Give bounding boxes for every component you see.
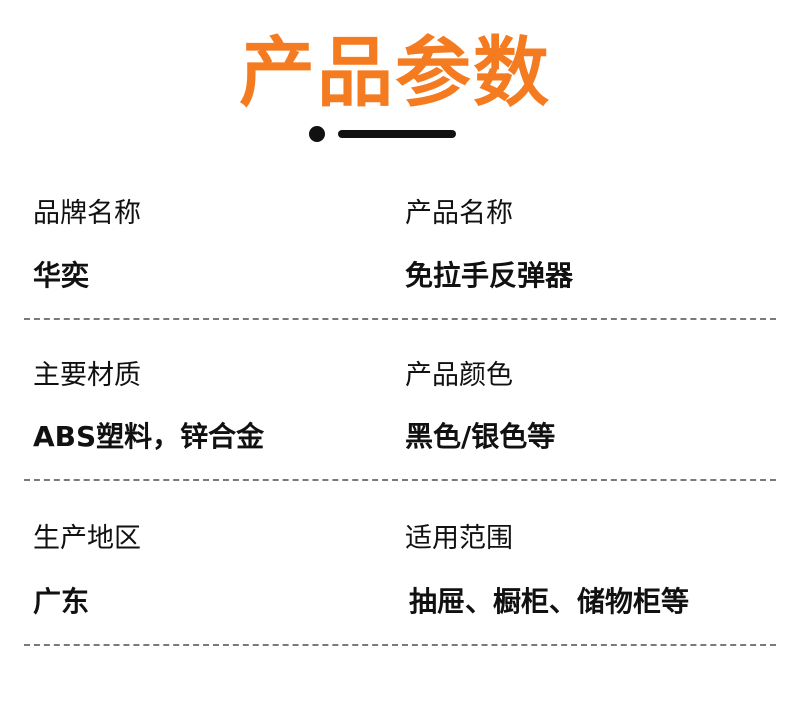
usage-scope-label: 适用范围 [405,523,513,554]
usage-scope-value: 抽屉、橱柜、储物柜等 [409,585,690,618]
page-title: 产品参数 [239,28,551,117]
row-divider [24,318,776,320]
brand-name-label: 品牌名称 [33,198,141,229]
material-value: ABS塑料，锌合金 [33,420,265,453]
title-decoration [309,126,459,142]
decoration-dot [309,126,325,142]
material-label: 主要材质 [33,360,141,391]
product-name-label: 产品名称 [405,198,513,229]
product-color-label: 产品颜色 [405,360,513,391]
product-color-value: 黑色/银色等 [405,420,556,453]
product-name-value: 免拉手反弹器 [405,259,574,292]
row-divider [24,644,776,646]
row-divider [24,479,776,481]
origin-label: 生产地区 [33,523,141,554]
decoration-bar [338,130,456,138]
brand-name-value: 华奕 [33,259,90,292]
origin-value: 广东 [33,585,90,618]
